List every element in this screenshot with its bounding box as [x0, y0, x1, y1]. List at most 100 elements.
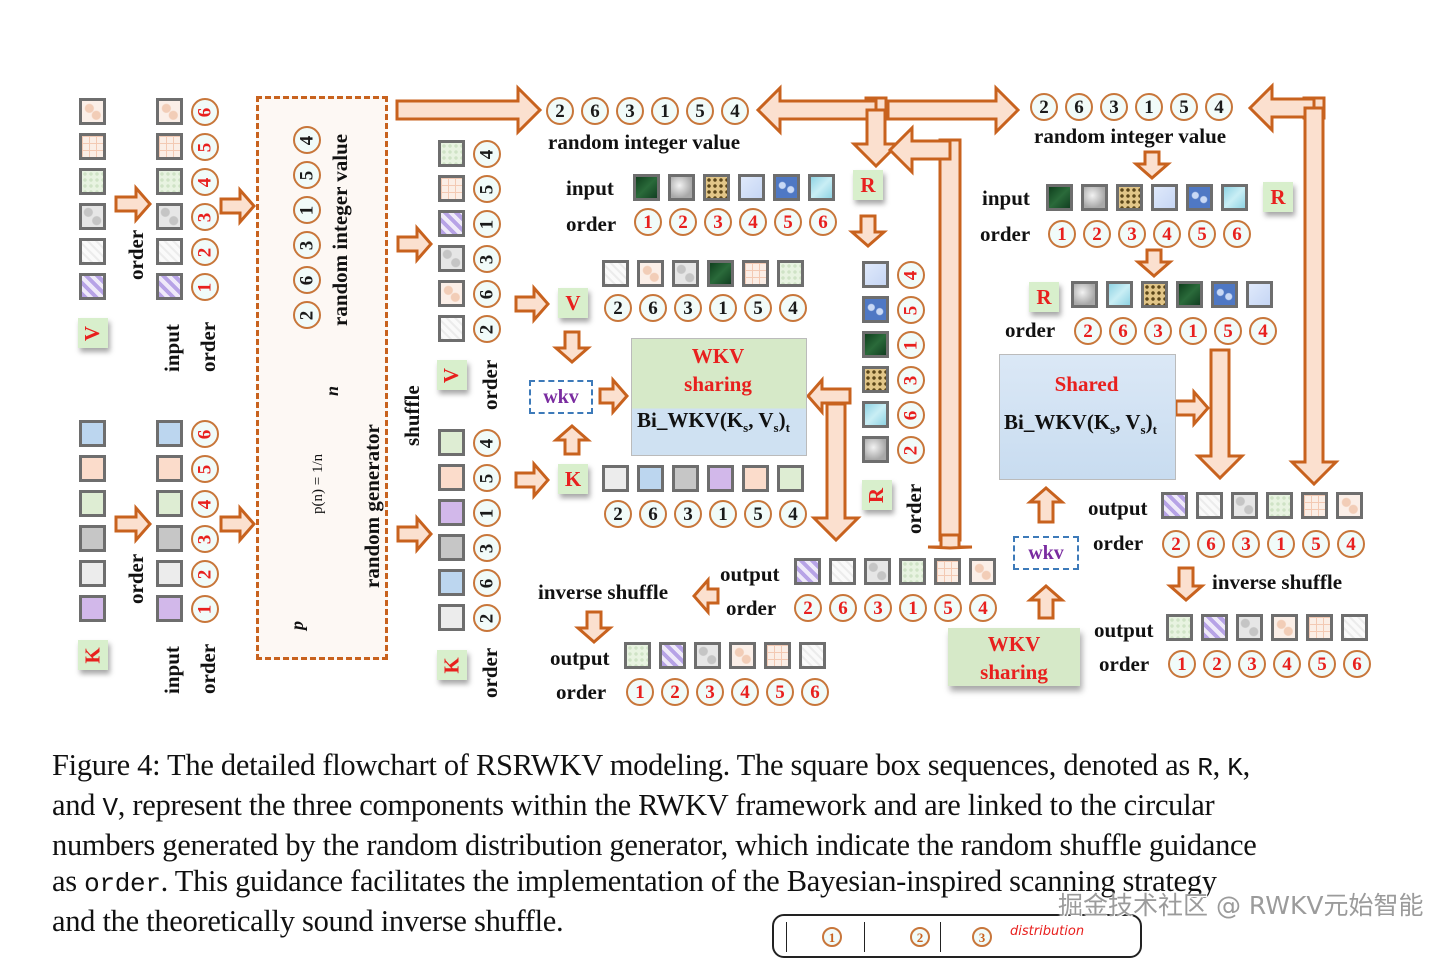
component-tag-r: R — [862, 480, 892, 510]
order-number: 2 — [296, 310, 318, 320]
watermark: 掘金技术社区 @ RWKV元始智能 — [1058, 891, 1424, 920]
order-circle: 6 — [581, 97, 609, 125]
order-circle: 6 — [1109, 317, 1137, 345]
swatch-cell — [862, 331, 889, 358]
order-number: 4 — [900, 270, 922, 280]
order-circle: 1 — [1135, 93, 1163, 121]
order-circle: 5 — [934, 594, 962, 622]
order-circle: 2 — [661, 678, 689, 706]
random-integer-value-label: random integer value — [328, 133, 352, 326]
order-circle: 3 — [864, 594, 892, 622]
order-number: 6 — [818, 211, 828, 233]
swatch-cell — [438, 315, 465, 342]
order-circle: 3 — [1232, 530, 1260, 558]
order-circle: 5 — [744, 294, 772, 322]
swatch-cell — [777, 465, 804, 492]
flow-arrow — [395, 84, 543, 136]
order-number: 2 — [900, 445, 922, 455]
input-label: input — [982, 186, 1030, 210]
order-circle: 3 — [473, 534, 501, 562]
order-label: order — [1099, 652, 1150, 676]
swatch-cell — [156, 560, 183, 587]
marker-3: 3 — [972, 927, 992, 947]
order-circle: 3 — [616, 97, 644, 125]
order-circle: 3 — [1144, 317, 1172, 345]
swatch-cell — [1116, 184, 1143, 211]
order-number: 4 — [194, 177, 216, 187]
order-number: 4 — [1162, 223, 1172, 245]
swatch-cell — [156, 133, 183, 160]
order-circle: 6 — [897, 401, 925, 429]
wkv-box: wkv — [1013, 536, 1079, 570]
order-circle: 2 — [473, 604, 501, 632]
order-circle: 2 — [191, 560, 219, 588]
order-circle: 1 — [897, 331, 925, 359]
order-number: 3 — [900, 375, 922, 385]
order-circle: 1 — [1179, 317, 1207, 345]
order-number: 6 — [838, 597, 848, 619]
wkv-sharing-box — [948, 628, 1080, 686]
axis-line — [940, 922, 941, 952]
order-circle: 2 — [293, 301, 321, 329]
swatch-cell — [1271, 614, 1298, 641]
order-number: 6 — [1352, 653, 1362, 675]
order-number: 1 — [1177, 653, 1187, 675]
order-circle: 6 — [1343, 650, 1371, 678]
order-number: 1 — [635, 681, 645, 703]
component-letter: V — [565, 290, 581, 315]
swatch-cell — [742, 465, 769, 492]
order-circle: 6 — [191, 98, 219, 126]
component-tag-k: K — [78, 640, 108, 670]
order-circle: 5 — [473, 175, 501, 203]
flow-arrow — [514, 460, 550, 500]
caption-code-v: V — [102, 792, 118, 823]
swatch-cell — [862, 401, 889, 428]
flow-arrow — [1166, 566, 1206, 602]
order-number: 6 — [810, 681, 820, 703]
marker-1: 1 — [822, 927, 842, 947]
swatch-cell — [156, 168, 183, 195]
order-number: 1 — [908, 597, 918, 619]
swatch-cell — [1176, 281, 1203, 308]
component-letter: R — [1270, 184, 1286, 209]
swatch-cell — [633, 174, 660, 201]
output-label: output — [550, 646, 610, 670]
order-circle: 5 — [191, 455, 219, 483]
caption-line: numbers generated by the random distribu… — [52, 827, 1257, 862]
flow-arrow — [1174, 388, 1210, 428]
flow-arrow — [219, 504, 256, 544]
order-label: order — [124, 553, 148, 604]
order-circle: 3 — [191, 203, 219, 231]
order-circle: 5 — [1188, 220, 1216, 248]
order-number: 2 — [803, 597, 813, 619]
order-circle: 1 — [191, 595, 219, 623]
swatch-cell — [862, 436, 889, 463]
component-letter: R — [860, 172, 876, 197]
order-circle: 5 — [1308, 650, 1336, 678]
order-circle: 4 — [1337, 530, 1365, 558]
order-circle: 4 — [1249, 317, 1277, 345]
order-circle: 2 — [604, 500, 632, 528]
flow-arrow — [887, 124, 952, 176]
order-circle: 5 — [293, 161, 321, 189]
order-circle: 1 — [651, 97, 679, 125]
order-number: 4 — [748, 211, 758, 233]
swatch-cell — [438, 604, 465, 631]
caption-text: Figure 4: The detailed flowchart of RSRW… — [52, 748, 1198, 782]
order-circle: 6 — [829, 594, 857, 622]
order-circle: 6 — [639, 500, 667, 528]
order-circle: 2 — [546, 97, 574, 125]
swatch-cell — [438, 534, 465, 561]
order-number: 3 — [296, 240, 318, 250]
swatch-cell — [1186, 184, 1213, 211]
order-circle: 1 — [1168, 650, 1196, 678]
order-circle: 2 — [1083, 220, 1111, 248]
swatch-cell — [1231, 492, 1258, 519]
order-circle: 1 — [191, 273, 219, 301]
flow-arrow — [806, 376, 852, 416]
order-number: 4 — [476, 438, 498, 448]
swatch-cell — [862, 296, 889, 323]
order-circle: 2 — [1203, 650, 1231, 678]
swatch-cell — [156, 273, 183, 300]
